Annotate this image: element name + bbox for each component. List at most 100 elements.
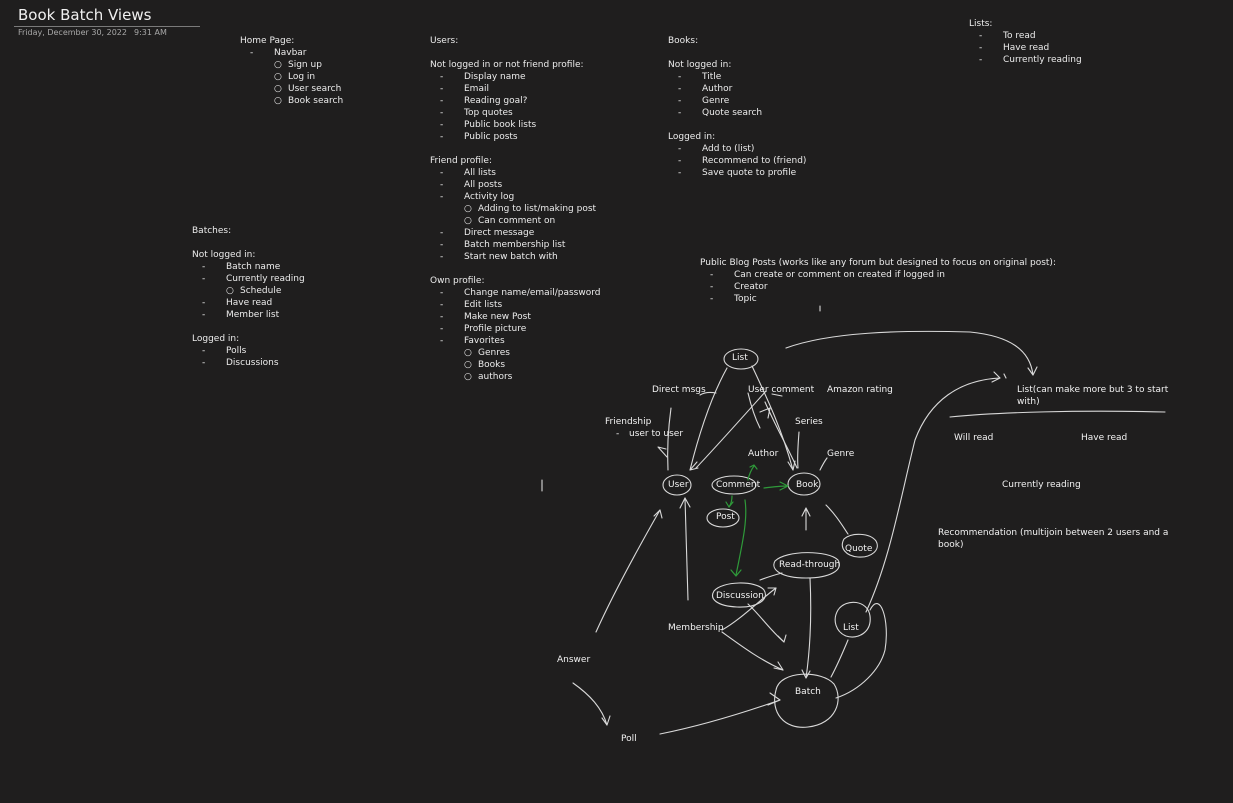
outline-item[interactable]: -Email bbox=[430, 83, 600, 95]
outline-item[interactable]: -Have read bbox=[192, 297, 305, 309]
outline-item-text: To read bbox=[1003, 31, 1036, 41]
outline-item[interactable]: -Change name/email/password bbox=[430, 287, 600, 299]
outline-item[interactable]: -Navbar bbox=[240, 47, 343, 59]
diagram-user-comment[interactable]: User comment bbox=[748, 385, 815, 395]
diagram-list-top[interactable]: List bbox=[732, 353, 748, 363]
diagram-book[interactable]: Book bbox=[796, 480, 819, 490]
diagram-comment[interactable]: Comment bbox=[716, 480, 761, 490]
outline-item[interactable]: -All lists bbox=[430, 167, 600, 179]
outline-item[interactable]: ○Adding to list/making post bbox=[430, 203, 600, 215]
blog-notes[interactable]: Public Blog Posts (works like any forum … bbox=[700, 257, 1056, 305]
outline-item[interactable]: Books: bbox=[668, 35, 806, 47]
list-note-line-1[interactable]: List(can make more but 3 to start bbox=[1017, 385, 1169, 395]
outline-item[interactable]: ○Schedule bbox=[192, 285, 305, 297]
batches-notes[interactable]: Batches: Not logged in:-Batch name-Curre… bbox=[192, 225, 305, 369]
outline-item[interactable]: ○Log in bbox=[240, 71, 343, 83]
have-read[interactable]: Have read bbox=[1081, 433, 1128, 443]
outline-item[interactable]: -Currently reading bbox=[192, 273, 305, 285]
outline-item[interactable]: -Save quote to profile bbox=[668, 167, 806, 179]
outline-item[interactable]: -Profile picture bbox=[430, 323, 600, 335]
outline-item[interactable]: -Public posts bbox=[430, 131, 600, 143]
diagram-quote[interactable]: Quote bbox=[845, 544, 873, 554]
batch-circle bbox=[774, 673, 839, 728]
diagram-post[interactable]: Post bbox=[716, 512, 735, 522]
outline-item[interactable]: -Display name bbox=[430, 71, 600, 83]
outline-item[interactable]: -Currently reading bbox=[969, 54, 1082, 66]
outline-item[interactable]: ○authors bbox=[430, 371, 600, 383]
diagram-discussion[interactable]: Discussion bbox=[716, 591, 764, 601]
diagram-direct-msgs[interactable]: Direct msgs bbox=[652, 385, 706, 395]
diagram-batch[interactable]: Batch bbox=[795, 687, 821, 697]
diagram-poll[interactable]: Poll bbox=[621, 734, 637, 744]
books-notes[interactable]: Books: Not logged in:-Title-Author-Genre… bbox=[668, 35, 806, 179]
currently-reading[interactable]: Currently reading bbox=[1002, 480, 1081, 490]
outline-item[interactable]: -Have read bbox=[969, 42, 1082, 54]
user-circle bbox=[662, 474, 692, 496]
diagram-membership[interactable]: Membership bbox=[668, 623, 724, 633]
outline-item[interactable]: Batches: bbox=[192, 225, 305, 237]
outline-item[interactable]: ○Books bbox=[430, 359, 600, 371]
outline-item[interactable]: -Recommend to (friend) bbox=[668, 155, 806, 167]
outline-item[interactable]: -Reading goal? bbox=[430, 95, 600, 107]
home-page-notes[interactable]: Home Page:-Navbar○Sign up○Log in○User se… bbox=[240, 35, 343, 107]
outline-item[interactable]: Not logged in or not friend profile: bbox=[430, 59, 600, 71]
outline-item[interactable]: Public Blog Posts (works like any forum … bbox=[700, 257, 1056, 269]
outline-item[interactable]: -Top quotes bbox=[430, 107, 600, 119]
outline-item[interactable]: Users: bbox=[430, 35, 600, 47]
list-note-line-2[interactable]: with) bbox=[1017, 397, 1040, 407]
outline-item[interactable]: -Topic bbox=[700, 293, 1056, 305]
outline-item[interactable]: Own profile: bbox=[430, 275, 600, 287]
outline-item[interactable]: -Start new batch with bbox=[430, 251, 600, 263]
outline-item[interactable]: Not logged in: bbox=[668, 59, 806, 71]
outline-item[interactable]: -Polls bbox=[192, 345, 305, 357]
diagram-amazon-rating[interactable]: Amazon rating bbox=[827, 385, 893, 395]
outline-item[interactable]: -Author bbox=[668, 83, 806, 95]
outline-item[interactable]: -Edit lists bbox=[430, 299, 600, 311]
recommendation-line-2[interactable]: book) bbox=[938, 540, 964, 550]
outline-item[interactable]: ○Book search bbox=[240, 95, 343, 107]
recommendation-line-1[interactable]: Recommendation (multijoin between 2 user… bbox=[938, 528, 1169, 538]
will-read[interactable]: Will read bbox=[954, 433, 994, 443]
outline-item[interactable]: -Add to (list) bbox=[668, 143, 806, 155]
outline-item-text: Books bbox=[478, 360, 506, 370]
diagram-read-through[interactable]: Read-through bbox=[779, 560, 841, 570]
diagram-genre[interactable]: Genre bbox=[827, 449, 855, 459]
outline-item[interactable]: -Batch membership list bbox=[430, 239, 600, 251]
outline-item[interactable]: ○Sign up bbox=[240, 59, 343, 71]
outline-item[interactable]: Logged in: bbox=[192, 333, 305, 345]
outline-item[interactable]: Logged in: bbox=[668, 131, 806, 143]
outline-item[interactable]: -Direct message bbox=[430, 227, 600, 239]
diagram-author[interactable]: Author bbox=[748, 449, 779, 459]
outline-item[interactable]: ○Genres bbox=[430, 347, 600, 359]
diagram-series[interactable]: Series bbox=[795, 417, 823, 427]
outline-item[interactable]: -Genre bbox=[668, 95, 806, 107]
outline-item[interactable]: Friend profile: bbox=[430, 155, 600, 167]
users-notes[interactable]: Users: Not logged in or not friend profi… bbox=[430, 35, 600, 383]
outline-item[interactable]: -To read bbox=[969, 30, 1082, 42]
outline-item[interactable]: -Member list bbox=[192, 309, 305, 321]
outline-item[interactable]: -All posts bbox=[430, 179, 600, 191]
outline-item[interactable]: ○User search bbox=[240, 83, 343, 95]
outline-item[interactable]: -Make new Post bbox=[430, 311, 600, 323]
diagram-answer[interactable]: Answer bbox=[557, 655, 591, 665]
outline-item[interactable]: -Favorites bbox=[430, 335, 600, 347]
outline-item[interactable]: Home Page: bbox=[240, 35, 343, 47]
outline-item[interactable]: -Public book lists bbox=[430, 119, 600, 131]
diagram-user[interactable]: User bbox=[668, 480, 689, 490]
outline-item[interactable]: -Batch name bbox=[192, 261, 305, 273]
outline-item[interactable]: Not logged in: bbox=[192, 249, 305, 261]
outline-item[interactable]: -Title bbox=[668, 71, 806, 83]
diagram-friendship[interactable]: Friendship bbox=[605, 417, 652, 427]
page-title[interactable]: Book Batch Views bbox=[18, 6, 152, 24]
outline-item[interactable]: Lists: bbox=[969, 18, 1082, 30]
outline-item[interactable]: ○Can comment on bbox=[430, 215, 600, 227]
outline-item[interactable]: -Discussions bbox=[192, 357, 305, 369]
lists-notes[interactable]: Lists:-To read-Have read-Currently readi… bbox=[969, 18, 1082, 66]
outline-item-text: Not logged in: bbox=[668, 60, 732, 70]
outline-item[interactable]: -Quote search bbox=[668, 107, 806, 119]
diagram-list-mid[interactable]: List bbox=[843, 623, 859, 633]
outline-item[interactable]: -Activity log bbox=[430, 191, 600, 203]
diagram-friendship-sub[interactable]: -user to user bbox=[616, 429, 683, 440]
outline-item[interactable]: -Can create or comment on created if log… bbox=[700, 269, 1056, 281]
outline-item[interactable]: -Creator bbox=[700, 281, 1056, 293]
